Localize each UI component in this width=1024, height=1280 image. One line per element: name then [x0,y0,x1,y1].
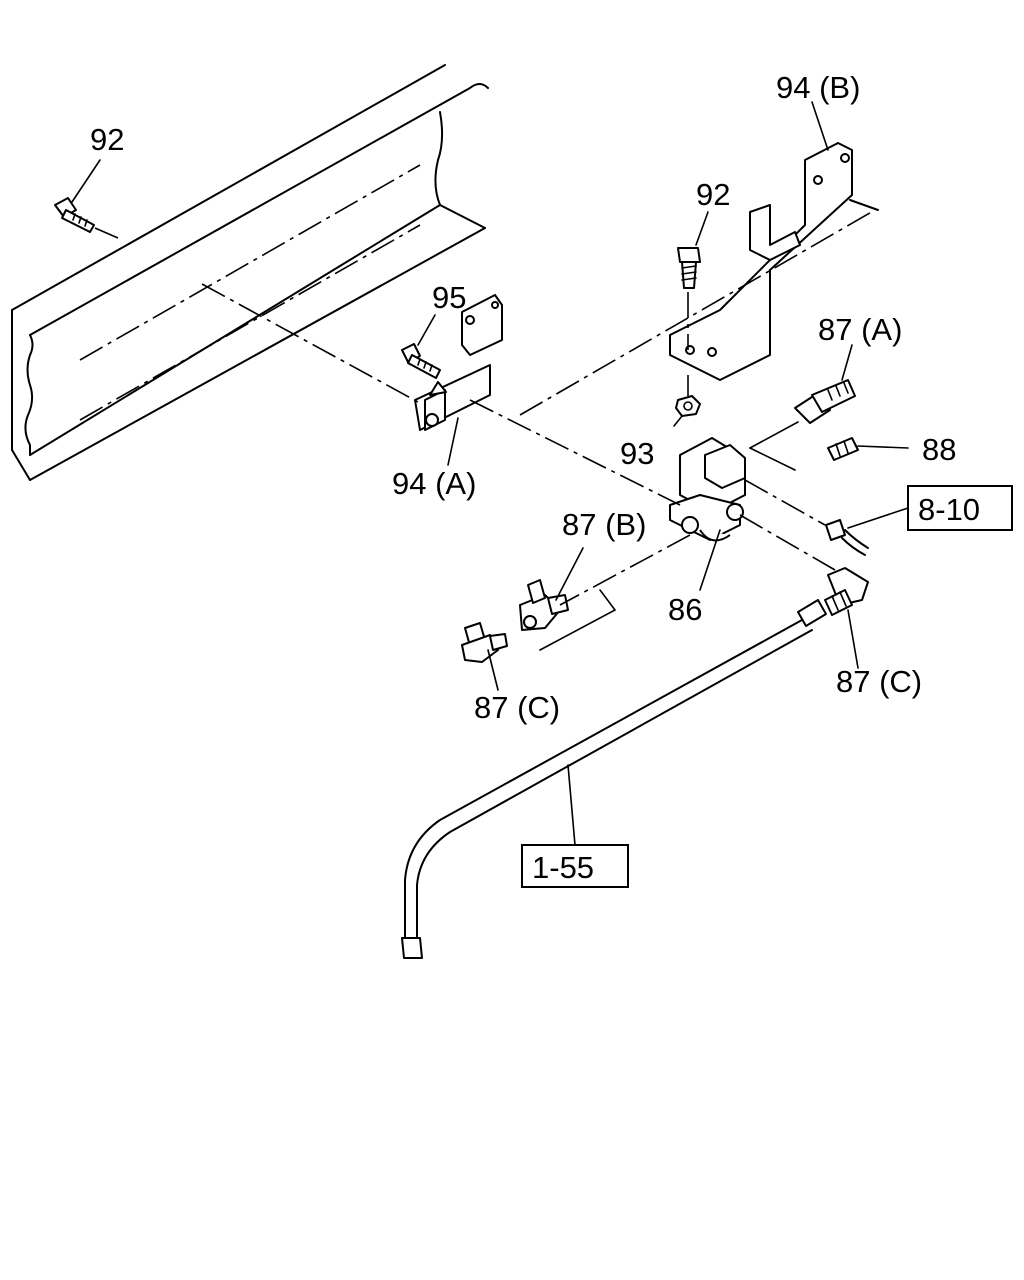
ref-box-1-55: 1-55 [521,844,629,888]
ref-box-8-10: 8-10 [907,485,1013,531]
callout-87c-left: 87 (C) [474,690,560,725]
bolt-95 [401,343,441,379]
ref-1-55-label: 1-55 [532,850,594,885]
callout-92-mid: 92 [696,177,730,212]
callout-87b: 87 (B) [562,507,646,542]
bracket-94a [414,294,503,431]
pipe-1-55 [401,599,827,959]
frame-rail [11,64,489,481]
bolt-92-left [54,197,119,239]
plug-88 [827,437,859,461]
fitting-87c-left [461,622,508,663]
fitting-87a [794,379,856,424]
callout-94b: 94 (B) [776,70,860,105]
callout-92-left: 92 [90,122,124,157]
connector [825,519,869,556]
bracket-94b [669,142,879,381]
callout-88: 88 [922,432,956,467]
ref-8-10-label: 8-10 [918,492,980,527]
callout-94a: 94 (A) [392,466,476,501]
fitting-87c-right [824,567,869,616]
fitting-87b [519,579,569,631]
callout-87c-right: 87 (C) [836,664,922,699]
leader-lines [71,101,909,846]
callout-95: 95 [432,280,466,315]
assembly-lines [201,209,876,606]
nut-93 [675,375,701,417]
bolt-92-mid [677,247,701,350]
callout-93: 93 [620,436,654,471]
callout-86: 86 [668,592,702,627]
callout-87a: 87 (A) [818,312,902,347]
valve-86 [669,437,746,542]
